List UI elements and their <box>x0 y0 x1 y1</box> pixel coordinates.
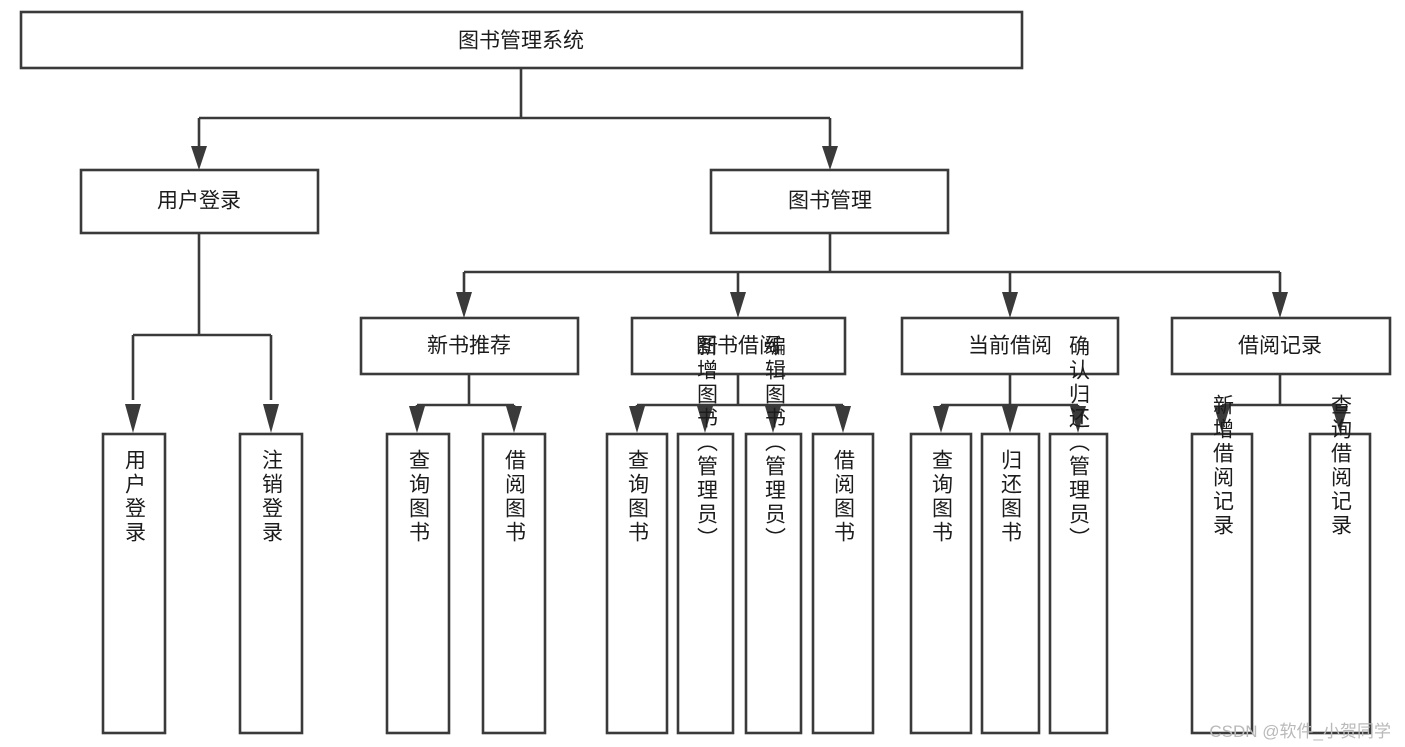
leaf-user-login-logout[interactable]: 注销登录 <box>238 432 304 735</box>
leaf-book-borrow-edit[interactable]: 编辑图书（管理员） <box>744 335 803 735</box>
node-current-borrow[interactable]: 当前借阅 <box>900 316 1120 376</box>
node-current-borrow-label: 当前借阅 <box>968 335 1052 358</box>
leaf-current-borrow-query-label: 查询图书 <box>930 449 954 545</box>
arrow-head-icon <box>1272 292 1288 318</box>
leaf-book-borrow-edit-label: 编辑图书（管理员） <box>763 335 787 551</box>
arrow-head-icon <box>409 406 425 433</box>
node-borrow-record-label: 借阅记录 <box>1238 335 1322 358</box>
leaf-borrow-record-query[interactable]: 查询借阅记录 <box>1308 394 1372 735</box>
arrow-head-icon <box>697 406 713 433</box>
arrow-head-icon <box>765 406 781 433</box>
connector-currentborrow-to-leaves <box>933 374 1086 433</box>
arrow-head-icon <box>191 146 207 170</box>
leaf-book-borrow-query-label: 查询图书 <box>626 449 650 545</box>
node-root-label: 图书管理系统 <box>458 30 584 53</box>
leaf-book-borrow-add[interactable]: 新增图书（管理员） <box>676 335 735 735</box>
arrow-head-icon <box>506 406 522 433</box>
leaf-new-book-borrow[interactable]: 借阅图书 <box>481 432 547 735</box>
leaf-user-login-login[interactable]: 用户登录 <box>101 432 167 735</box>
node-root-system[interactable]: 图书管理系统 <box>19 10 1024 70</box>
connector-bookmgmt-to-level2 <box>456 233 1288 318</box>
leaf-book-borrow-query[interactable]: 查询图书 <box>605 432 669 735</box>
connector-newbook-to-leaves <box>409 374 522 433</box>
connector-root-to-level1 <box>191 68 838 170</box>
node-user-login-label: 用户登录 <box>157 190 241 213</box>
node-book-management-label: 图书管理 <box>788 190 872 213</box>
leaf-current-borrow-return-label: 归还图书 <box>999 449 1023 545</box>
arrow-head-icon <box>1332 406 1348 433</box>
arrow-head-icon <box>1214 406 1230 433</box>
node-book-borrow-label: 图书借阅 <box>696 335 780 358</box>
leaf-current-borrow-return[interactable]: 归还图书 <box>980 432 1041 735</box>
arrow-head-icon <box>822 146 838 170</box>
leaf-current-borrow-confirm-label: 确认归还（管理员） <box>1067 335 1091 551</box>
leaf-book-borrow-borrow[interactable]: 借阅图书 <box>811 432 875 735</box>
arrow-head-icon <box>456 292 472 318</box>
leaf-user-login-logout-label: 注销登录 <box>260 449 284 545</box>
node-new-book-recommend[interactable]: 新书推荐 <box>359 316 580 376</box>
connector-userlogin-to-leaves <box>125 233 279 433</box>
node-book-borrow[interactable]: 图书借阅 <box>630 316 847 376</box>
node-book-management[interactable]: 图书管理 <box>709 168 950 235</box>
leaf-new-book-query-label: 查询图书 <box>407 449 431 545</box>
arrow-head-icon <box>1070 406 1086 433</box>
arrow-head-icon <box>125 404 141 433</box>
arrow-head-icon <box>1002 292 1018 318</box>
leaf-current-borrow-confirm[interactable]: 确认归还（管理员） <box>1048 335 1109 735</box>
leaf-borrow-record-add[interactable]: 新增借阅记录 <box>1190 394 1254 735</box>
node-new-book-recommend-label: 新书推荐 <box>427 335 511 358</box>
arrow-head-icon <box>263 404 279 433</box>
connector-borrowrecord-to-leaves <box>1214 374 1348 433</box>
leaf-book-borrow-add-label: 新增图书（管理员） <box>695 335 719 551</box>
arrow-head-icon <box>835 406 851 433</box>
connector-bookborrow-to-leaves <box>629 374 851 433</box>
leaf-new-book-query[interactable]: 查询图书 <box>385 432 451 735</box>
leaf-book-borrow-borrow-label: 借阅图书 <box>832 449 856 545</box>
leaf-user-login-login-label: 用户登录 <box>123 449 147 545</box>
leaf-current-borrow-query[interactable]: 查询图书 <box>909 432 973 735</box>
leaf-borrow-record-add-label: 新增借阅记录 <box>1211 394 1235 538</box>
arrow-head-icon <box>629 406 645 433</box>
arrow-head-icon <box>1002 406 1018 433</box>
arrow-head-icon <box>730 292 746 318</box>
leaf-new-book-borrow-label: 借阅图书 <box>503 449 527 545</box>
arrow-head-icon <box>933 406 949 433</box>
leaf-borrow-record-query-label: 查询借阅记录 <box>1329 394 1353 538</box>
node-user-login[interactable]: 用户登录 <box>79 168 320 235</box>
node-borrow-record[interactable]: 借阅记录 <box>1170 316 1392 376</box>
